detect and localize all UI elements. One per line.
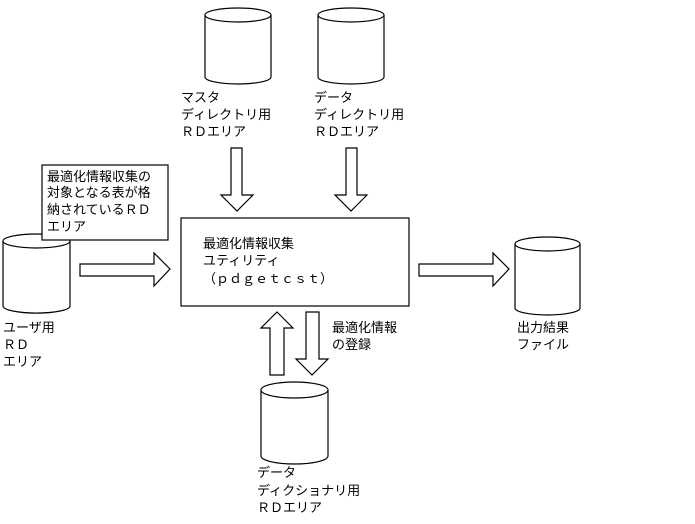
svg-text:納されているＲＤ: 納されているＲＤ	[47, 203, 151, 218]
arrow-up-dictionary	[259, 311, 295, 376]
arrow-down-dictionary	[294, 311, 330, 376]
svg-text:ＲＤエリア: ＲＤエリア	[181, 125, 246, 140]
svg-text:の登録: の登録	[332, 338, 371, 353]
data-directory-label: データ ディレクトリ用 ＲＤエリア	[314, 90, 404, 140]
svg-text:ディクショナリ用: ディクショナリ用	[257, 483, 360, 499]
svg-text:データ: データ	[314, 90, 353, 106]
register-label: 最適化情報 の登録	[332, 320, 397, 353]
svg-text:ディレクトリ用: ディレクトリ用	[314, 107, 404, 123]
master-directory-cylinder	[204, 7, 272, 85]
svg-text:ＲＤエリア: ＲＤエリア	[314, 125, 379, 140]
user-rd-label: ユーザ用 ＲＤ エリア	[3, 321, 55, 370]
arrow-right-user	[79, 251, 171, 288]
svg-text:最適化情報収集の: 最適化情報収集の	[47, 169, 151, 185]
output-file-label: 出力結果 ファイル	[517, 321, 569, 353]
svg-text:ユーザ用: ユーザ用	[3, 321, 55, 336]
svg-text:エリア: エリア	[3, 355, 42, 370]
svg-text:最適化情報: 最適化情報	[332, 320, 397, 336]
svg-text:ＲＤ: ＲＤ	[3, 338, 29, 353]
svg-text:ＲＤエリア: ＲＤエリア	[257, 501, 322, 516]
svg-text:最適化情報収集: 最適化情報収集	[203, 236, 294, 252]
svg-text:（ｐｄｇｅｔｃｓｔ）: （ｐｄｇｅｔｃｓｔ）	[203, 272, 333, 287]
arrow-down-master	[219, 147, 255, 212]
svg-text:出力結果: 出力結果	[517, 321, 569, 336]
svg-text:データ: データ	[257, 465, 296, 481]
svg-text:対象となる表が格: 対象となる表が格	[47, 185, 151, 201]
arrow-down-data-dir	[333, 147, 369, 212]
user-rd-cylinder	[2, 233, 71, 314]
master-directory-label: マスタ ディレクトリ用 ＲＤエリア	[181, 91, 271, 140]
note-box: 最適化情報収集の 対象となる表が格 納されているＲＤ エリア	[41, 164, 169, 241]
svg-text:マスタ: マスタ	[181, 91, 220, 106]
svg-text:ユティリティ: ユティリティ	[203, 254, 279, 269]
svg-text:エリア: エリア	[47, 220, 86, 235]
output-file-cylinder	[514, 236, 581, 316]
dictionary-cylinder	[260, 381, 329, 465]
svg-text:ファイル: ファイル	[517, 338, 569, 353]
svg-text:ディレクトリ用: ディレクトリ用	[181, 107, 271, 123]
arrow-right-output	[418, 251, 510, 288]
data-directory-cylinder	[317, 7, 385, 85]
utility-box: 最適化情報収集 ユティリティ （ｐｄｇｅｔｃｓｔ）	[180, 217, 410, 307]
dictionary-label: データ ディクショナリ用 ＲＤエリア	[257, 465, 360, 516]
